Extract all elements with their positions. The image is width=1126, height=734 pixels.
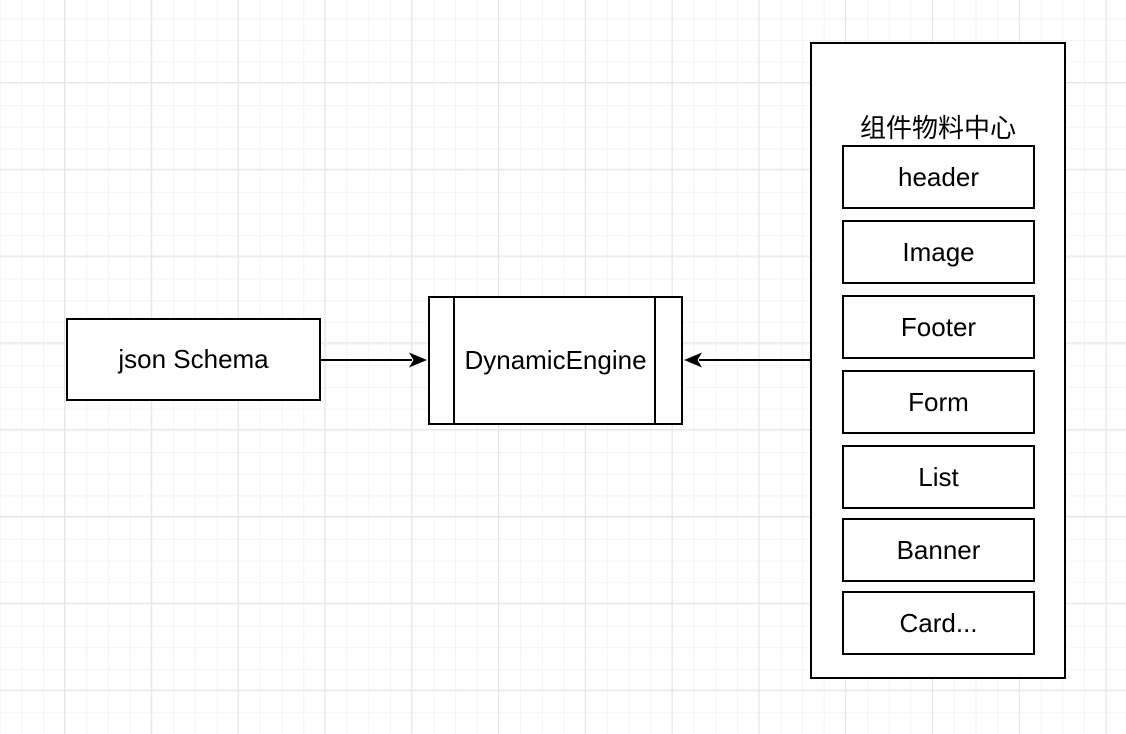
arrow-materials-to-engine (684, 352, 810, 368)
node-dynamic-engine: DynamicEngine (428, 296, 683, 425)
component-box-image: Image (842, 220, 1035, 284)
component-label: Form (908, 386, 969, 417)
arrowhead-left-icon (684, 352, 702, 368)
node-dynamic-engine-label: DynamicEngine (464, 344, 647, 375)
component-label: Image (902, 236, 975, 267)
process-right-bar (654, 296, 656, 425)
component-box-banner: Banner (842, 518, 1035, 582)
component-label: Card... (899, 607, 978, 638)
component-label: List (918, 461, 959, 492)
node-json-schema-label: json Schema (118, 343, 269, 374)
node-json-schema: json Schema (66, 318, 321, 401)
material-center-title: 组件物料中心 (859, 112, 1016, 143)
component-label: Footer (900, 311, 977, 342)
component-box-list: List (842, 445, 1035, 509)
component-box-footer: Footer (842, 295, 1035, 359)
component-box-card: Card... (842, 591, 1035, 655)
component-label: header (898, 161, 979, 192)
component-box-form: Form (842, 370, 1035, 434)
arrow-schema-to-engine (321, 352, 427, 368)
process-left-bar (453, 296, 455, 425)
component-label: Banner (896, 534, 981, 565)
arrowhead-right-icon (409, 352, 427, 368)
component-box-header: header (842, 145, 1035, 209)
node-material-center: 组件物料中心 header Image Footer Form List Ban… (810, 42, 1066, 679)
